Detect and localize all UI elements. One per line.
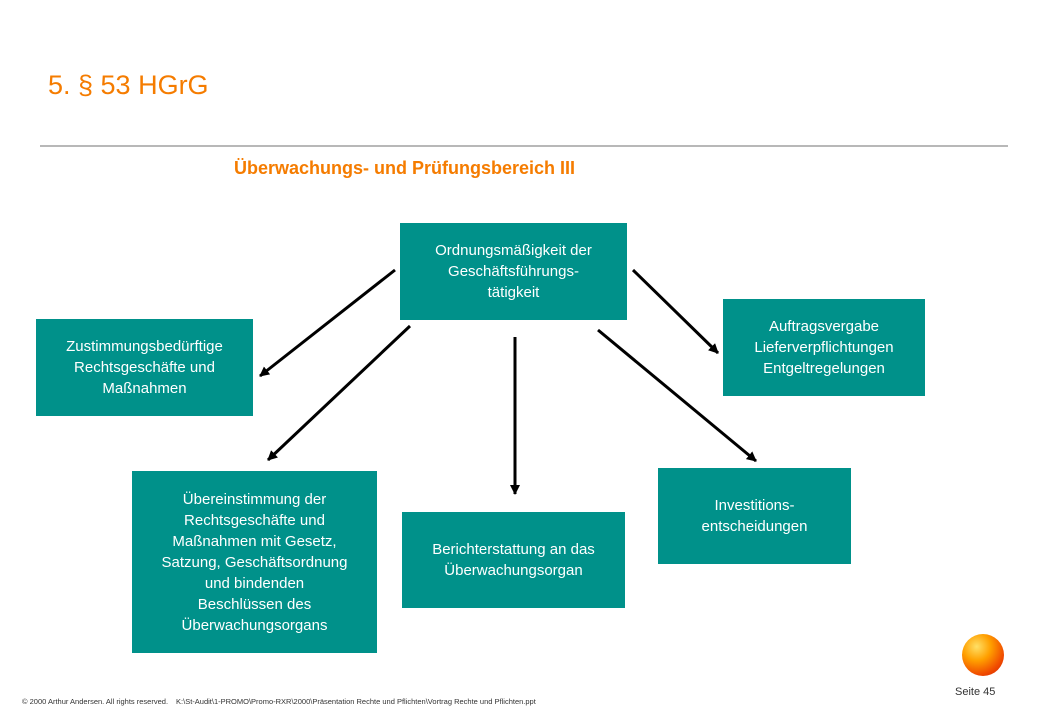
right-box: Auftragsvergabe Lieferverpflichtungen En… (723, 299, 925, 396)
page-title: 5. § 53 HGrG (48, 70, 209, 100)
bottom-left-box: Übereinstimmung der Rechtsgeschäfte und … (132, 471, 377, 653)
bottom-middle-box: Berichterstattung an das Überwachungsorg… (402, 512, 625, 608)
arrow-to-bottom-right-box (597, 328, 757, 463)
arrow-to-right-box (631, 268, 720, 355)
slide-subtitle: Überwachungs- und Prüfungsbereich III (234, 158, 576, 178)
arrow-to-left-box (259, 268, 396, 378)
center-box: Ordnungsmäßigkeit der Geschäftsführungs-… (400, 223, 627, 320)
title-divider (40, 145, 1008, 147)
orange-ball-logo-icon (962, 634, 1004, 676)
file-path-text: K:\St-Audit\1-PROMO\Promo-RXR\2000\Präse… (176, 697, 536, 706)
bottom-right-box: Investitions- entscheidungen (658, 468, 851, 564)
left-box: Zustimmungsbedürftige Rechtsgeschäfte un… (36, 319, 253, 416)
arrow-to-bottom-left-box (266, 324, 412, 462)
footer: © 2000 Arthur Andersen. All rights reser… (22, 697, 536, 706)
copyright-text: © 2000 Arthur Andersen. All rights reser… (22, 697, 169, 706)
page-number: Seite 45 (955, 686, 996, 698)
